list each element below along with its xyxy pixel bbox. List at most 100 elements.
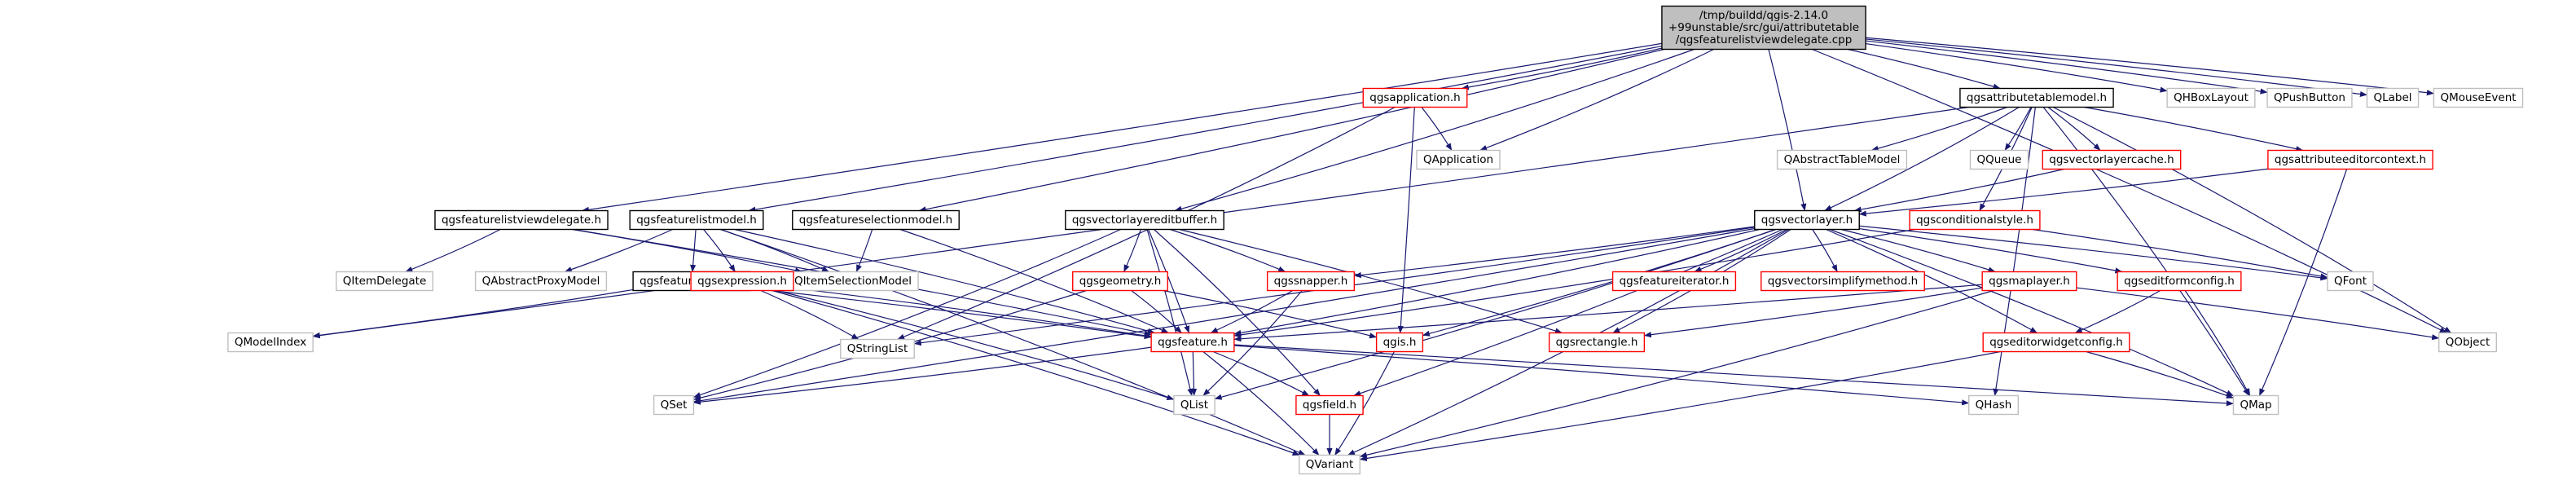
node-QList: QList [1173,394,1215,416]
node-qgsvectorlayer-h[interactable]: qgsvectorlayer.h [1754,209,1860,231]
edge-arrow [1146,229,1193,396]
edge-arrow [855,229,873,272]
edge-arrow [1866,37,2434,96]
edge-qgseditorwidgetconfig_h-to-QMap [2086,350,2234,399]
node-QLabel: QLabel [2366,87,2420,108]
node-box [2266,87,2353,108]
node-qgsexpression-h[interactable]: qgsexpression.h [690,271,794,292]
node-qgsattributetablemodel-h[interactable]: qgsattributetablemodel.h [1959,87,2114,108]
edge-qgsfeaturelistmodel_h-to-QItemSelectionModel [720,228,829,273]
node-qgsconditionalstyle-h[interactable]: qgsconditionalstyle.h [1909,209,2041,231]
node-qgsfeatureiterator-h[interactable]: qgsfeatureiterator.h [1611,271,1737,292]
edge-arrow [1859,227,2123,274]
node-QItemSelectionModel: QItemSelectionModel [787,271,919,292]
node-qgsfeatureselectionmodel-h[interactable]: qgsfeatureselectionmodel.h [792,209,960,231]
node-qgsvectorsimplifymethod-h[interactable]: qgsvectorsimplifymethod.h [1761,271,1925,292]
edge-qgsmaplayer_h-to-QVariant [1359,289,1994,458]
node-qgis-h[interactable]: qgis.h [1375,332,1424,353]
node-box [2366,87,2420,108]
node-QVariant: QVariant [1299,454,1361,475]
edge-qgsvectorlayer_h-to-qgssnapper_h [1353,226,1755,279]
node-qgsattributeeditorcontext-h[interactable]: qgsattributeeditorcontext.h [2267,149,2433,170]
node-qgseditformconfig-h[interactable]: qgseditformconfig.h [2117,271,2242,292]
edge-root-to-QHBoxLayout [1865,42,2168,93]
node-qgsfeaturelistviewdelegate-h[interactable]: qgsfeaturelistviewdelegate.h [434,209,609,231]
node-qgsvectorlayercache-h[interactable]: qgsvectorlayercache.h [2042,149,2182,170]
edge-qgsattributetablemodel_h-to-qgsvectorlayercache_h [2047,107,2101,151]
edge-arrow [2074,289,2161,334]
node-box [1548,332,1646,353]
edge-qgsattributetablemodel_h-to-QQueue [2004,107,2032,151]
node-qgsapplication-h[interactable]: qgsapplication.h [1362,87,1468,108]
node-label: qgsconditionalstyle.h [1916,214,2033,227]
edge-qgsvectorlayercache_h-to-qgsvectorlayer_h [1853,168,2065,213]
node-box [653,394,695,416]
edge-arrow [1334,351,1395,456]
edge-arrow [692,346,1152,405]
edge-root-to-qgsvectorlayer_h [1768,49,1807,211]
node-box [1295,394,1364,416]
node-label: qgsvectorlayereditbuffer.h [1072,214,1217,227]
node-box [2232,394,2279,416]
node-qgsfeature-h[interactable]: qgsfeature.h [1150,332,1235,353]
edge-arrow [1233,228,1761,336]
edge-arrow [1643,287,1983,338]
node-qgsmaplayer-h[interactable]: qgsmaplayer.h [1981,271,2077,292]
node-qgsvectorlayereditbuffer-h[interactable]: qgsvectorlayereditbuffer.h [1065,209,1224,231]
edge-arrow [793,287,1152,339]
node-label: qgsexpression.h [697,275,787,288]
edge-qgsvectorlayer_h-to-qgseditorwidgetconfig_h [1826,228,2038,334]
edge-qgsvectorlayer_h-to-qgsmaplayer_h [1840,228,1996,273]
edge-arrow [1461,47,1663,90]
edge-root-to-qgsvectorlayereditbuffer_h [1174,48,1695,212]
edge-arrow [1233,344,2234,407]
edge-arrow [1866,40,2268,95]
node-label: qgis.h [1383,336,1417,349]
edge-arrow [1202,351,1320,456]
node-box [792,209,960,231]
node-label: QItemSelectionModel [794,275,912,288]
node-box [474,271,608,292]
edge-qgsconditionalstyle_h-to-QFont [2032,228,2328,280]
node-qgseditorwidgetconfig-h[interactable]: qgseditorwidgetconfig.h [1982,332,2130,353]
node-label: QLabel [2373,91,2411,104]
edge-qgsvectorlayereditbuffer_h-to-qgsgeometry_h [1123,229,1141,272]
edge-qgseditformconfig_h-to-QMap [2184,290,2251,396]
node-label: /qgsfeaturelistviewdelegate.cpp [1676,33,1853,46]
node-label: QAbstractTableModel [1784,153,1901,166]
edge-arrow [1359,350,2001,462]
edge-qgsfeaturelistviewdelegate_h-to-QItemDelegate [405,228,501,273]
node-qgsgeometry-h[interactable]: qgsgeometry.h [1072,271,1168,292]
edge-qgsvectorlayer_h-to-qgseditformconfig_h [1859,227,2123,274]
edge-arrow [1174,48,1695,212]
edge-qgsfeaturelistmodel_h-to-qgsfeaturemodel_h [690,229,697,272]
edge-arrow [720,228,829,273]
edge-arrow [2258,169,2348,396]
edge-qgsfeaturelistmodel_h-to-qgsexpression_h [703,229,736,272]
edge-arrow [312,288,634,338]
node-qgssnapper-h[interactable]: qgssnapper.h [1266,271,1356,292]
edge-qgsexpression_h-to-QStringList [760,289,859,341]
edge-arrow [776,289,1175,401]
edge-qgsvectorlayer_h-to-qgis_h [1422,228,1776,337]
edge-arrow [572,228,803,274]
edge-qgsmaplayer_h-to-QObject [2076,287,2440,341]
node-label: QMap [2240,399,2271,412]
edge-qgsvectorlayer_h-to-QMap [1829,228,2234,397]
node-label: qgsattributetablemodel.h [1967,91,2107,104]
edge-qgsapplication_h-to-qgis_h [1397,107,1415,333]
edge-arrow [1870,106,2008,152]
node-qgsfeaturelistmodel-h[interactable]: qgsfeaturelistmodel.h [629,209,764,231]
edge-arrow [2032,228,2328,280]
node-QStringList: QStringList [840,338,915,359]
node-qgsrectangle-h[interactable]: qgsrectangle.h [1548,332,1646,353]
edge-qgsexpression_h-to-QList [776,289,1175,401]
edge-arrow [1353,226,1755,279]
edge-root-to-qgsattributetablemodel_h [1848,48,2001,90]
edge-root-to-QApplication [1479,48,1714,152]
edge-arrow [2084,106,2304,152]
edge-qgsfeaturelistmodel_h-to-QVariant [720,228,1306,456]
node-label: qgsvectorsimplifymethod.h [1768,275,1919,288]
node-qgsfield-h[interactable]: qgsfield.h [1295,394,1364,416]
